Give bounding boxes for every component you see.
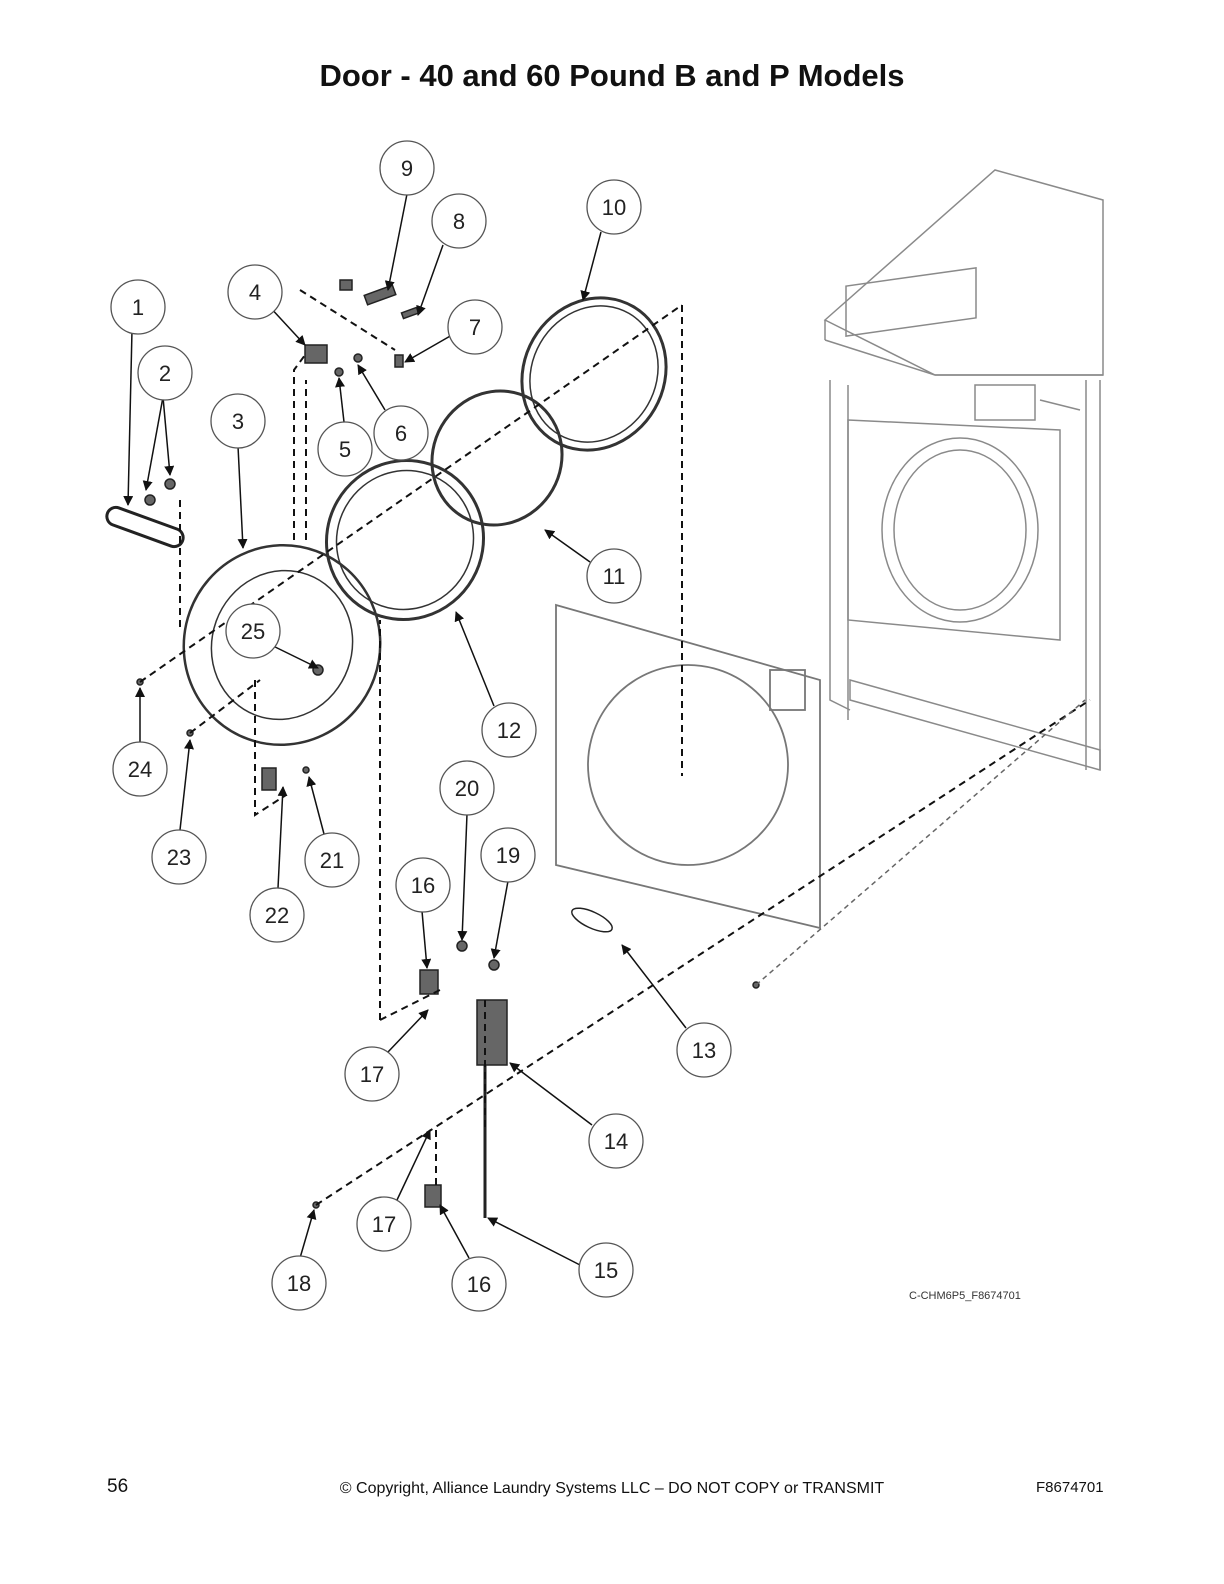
svg-text:12: 12 [497,718,521,743]
assembly-lines [139,289,1091,1206]
callout-5: 5 [317,421,373,477]
callout-17: 17 [344,1046,400,1102]
page-number: 56 [107,1476,129,1497]
svg-text:16: 16 [411,873,435,898]
svg-text:15: 15 [594,1258,618,1283]
document-code: F8674701 [1036,1479,1104,1496]
callout-10: 10 [586,179,642,235]
callout-24: 24 [112,741,168,797]
svg-text:23: 23 [167,845,191,870]
svg-text:4: 4 [249,280,261,305]
door-glass-assembly-10 [520,296,668,452]
svg-text:21: 21 [320,848,344,873]
callout-11: 11 [586,548,642,604]
svg-text:1: 1 [132,295,144,320]
callout-18: 18 [271,1255,327,1311]
callout-9: 9 [379,140,435,196]
callouts: 1 2 3 4 5 6 7 8 9 10 11 12 13 14 15 16 1… [110,140,732,1312]
callout-22: 22 [249,887,305,943]
washer-cabinet [823,169,1104,771]
svg-text:18: 18 [287,1271,311,1296]
callout-7: 7 [447,299,503,355]
callout-14: 14 [588,1113,644,1169]
svg-text:17: 17 [360,1062,384,1087]
callout-20: 20 [439,760,495,816]
page-title: Door - 40 and 60 Pound B and P Models [319,58,905,93]
leader-lines [123,193,687,1266]
callout-8: 8 [431,193,487,249]
svg-text:14: 14 [604,1129,628,1154]
door-front-3 [182,543,382,747]
svg-text:8: 8 [453,209,465,234]
callout-3: 3 [210,393,266,449]
callout-16: 16 [395,857,451,913]
callout-15: 15 [578,1242,634,1298]
gasket-11 [430,389,564,527]
svg-text:3: 3 [232,409,244,434]
svg-text:5: 5 [339,437,351,462]
callout-4: 4 [227,264,283,320]
callout-17-lower: 17 [356,1196,412,1252]
door-handle-1 [105,505,185,549]
callout-6: 6 [373,405,429,461]
svg-text:7: 7 [469,315,481,340]
drawing-reference-code: C-CHM6P5_F8674701 [909,1290,1021,1302]
callout-19: 19 [480,827,536,883]
svg-text:16: 16 [467,1272,491,1297]
svg-text:17: 17 [372,1212,396,1237]
callout-1: 1 [110,279,166,335]
svg-text:20: 20 [455,776,479,801]
svg-text:13: 13 [692,1038,716,1063]
callout-23: 23 [151,829,207,885]
svg-text:11: 11 [603,564,626,589]
front-panel [555,603,821,930]
svg-text:19: 19 [496,843,520,868]
svg-text:22: 22 [265,903,289,928]
screw-line [755,699,1086,986]
svg-text:10: 10 [602,195,626,220]
svg-text:2: 2 [159,361,171,386]
callout-13: 13 [676,1022,732,1078]
callout-12: 12 [481,702,537,758]
callout-2: 2 [137,345,193,401]
svg-text:6: 6 [395,421,407,446]
svg-text:9: 9 [401,156,413,181]
svg-text:25: 25 [241,619,265,644]
callout-16-lower: 16 [451,1256,507,1312]
copyright-notice: © Copyright, Alliance Laundry Systems LL… [339,1480,885,1497]
svg-text:24: 24 [128,757,152,782]
callout-25: 25 [225,603,281,659]
callout-21: 21 [304,832,360,888]
